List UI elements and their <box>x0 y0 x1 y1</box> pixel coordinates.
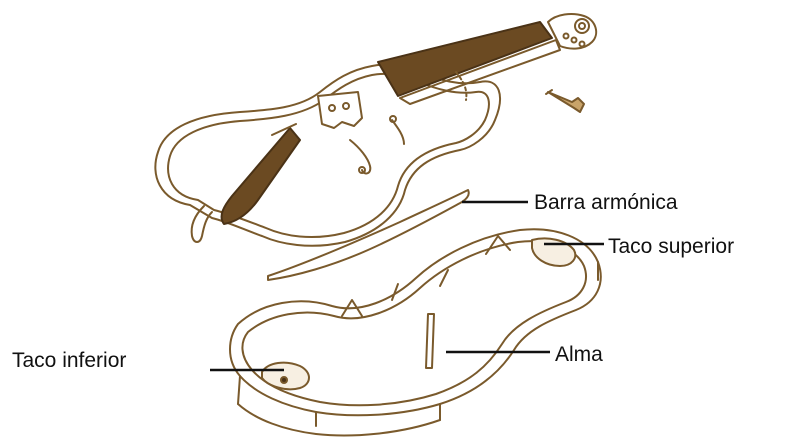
violin-ribs-icon <box>230 229 601 435</box>
tuning-peg-icon <box>546 90 584 112</box>
sound-post-label: Alma <box>555 344 603 365</box>
lower-block-label: Taco inferior <box>12 350 126 371</box>
bass-bar-label: Barra armónica <box>534 192 678 213</box>
bass-bar-part <box>268 190 469 280</box>
violin-top-plate-icon <box>155 14 596 246</box>
upper-block-label: Taco superior <box>608 236 734 257</box>
